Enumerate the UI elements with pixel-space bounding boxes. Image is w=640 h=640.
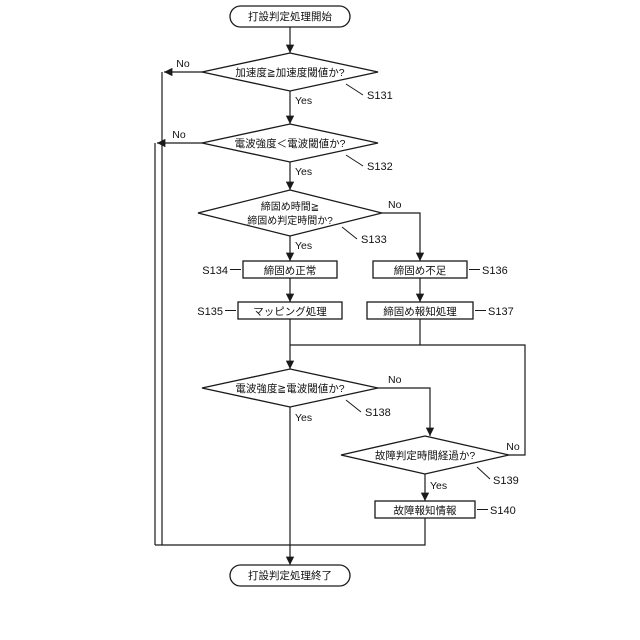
s131-step: S131 [367, 90, 393, 102]
s133-yes-label: Yes [295, 240, 312, 252]
edge-s139-no-loop [290, 344, 526, 456]
s132-step: S132 [367, 161, 393, 173]
edge-s133-no [382, 212, 425, 261]
s140-step: S140 [490, 505, 516, 517]
flow-node-s136: 締固め不足 S136 [372, 260, 508, 279]
s135-label: マッピング処理 [253, 305, 327, 318]
edge-s138-no [378, 387, 435, 436]
s132-step-leader [345, 154, 364, 167]
decision-s133 [197, 189, 383, 237]
process-s134 [242, 260, 338, 279]
decision-s132 [201, 123, 379, 163]
flow-node-s135: マッピング処理 S135 [197, 301, 343, 320]
terminator-start [229, 5, 351, 28]
s132-yes-label: Yes [295, 166, 312, 178]
end-label: 打設判定処理終了 [248, 569, 332, 582]
s137-step: S137 [488, 306, 514, 318]
s138-yes-label: Yes [295, 412, 312, 424]
flow-node-s137: 締固め報知処理 S137 [366, 301, 514, 320]
s140-label: 故障報知情報 [394, 504, 457, 517]
s131-yes-label: Yes [295, 95, 312, 107]
s137-label: 締固め報知処理 [383, 305, 457, 318]
terminator-end [229, 564, 351, 587]
s133-label-line1: 締固め時間≧ [261, 200, 319, 213]
flow-node-s134: 締固め正常 S134 [202, 260, 338, 279]
s139-no-label: No [506, 441, 520, 453]
s131-label: 加速度≧加速度閾値か? [235, 66, 344, 79]
flow-node-s131: 加速度≧加速度閾値か? S131 No Yes [176, 52, 393, 107]
s139-label: 故障判定時間経過か? [375, 449, 475, 462]
s133-step: S133 [361, 234, 387, 246]
start-label: 打設判定処理開始 [248, 10, 332, 23]
process-s136 [372, 260, 468, 279]
flow-node-end: 打設判定処理終了 [229, 564, 351, 587]
s139-step-leader [476, 466, 491, 480]
process-s137 [366, 301, 474, 320]
s134-label: 締固め正常 [264, 264, 317, 277]
flow-node-start: 打設判定処理開始 [229, 5, 351, 28]
s136-label: 締固め不足 [394, 264, 447, 277]
decision-s131 [201, 52, 379, 92]
s133-label-line2: 締固め判定時間か? [247, 214, 333, 227]
flow-node-s140: 故障報知情報 S140 [374, 500, 516, 519]
edge-s140-to-end [290, 518, 426, 546]
s138-step-leader [345, 399, 362, 413]
s136-step: S136 [482, 265, 508, 277]
flow-node-s139: 故障判定時間経過か? S139 No Yes [340, 435, 520, 492]
s133-no-label: No [388, 199, 402, 211]
s138-no-label: No [388, 374, 402, 386]
s135-step: S135 [197, 306, 223, 318]
s139-yes-label: Yes [430, 480, 447, 492]
s139-step: S139 [493, 475, 519, 487]
s131-step-leader [345, 83, 364, 96]
s133-step-leader [341, 226, 358, 240]
s131-no-label: No [176, 58, 190, 70]
process-s140 [374, 500, 476, 519]
s138-label: 電波強度≧電波閾値か? [235, 382, 344, 395]
s138-step: S138 [365, 407, 391, 419]
decision-s139 [340, 435, 510, 475]
flow-node-s133: 締固め時間≧ 締固め判定時間か? S133 No Yes [197, 189, 402, 252]
flow-node-s138: 電波強度≧電波閾値か? S138 No Yes [201, 368, 402, 424]
flow-node-s132: 電波強度＜電波閾値か? S132 No Yes [172, 123, 393, 178]
process-s135 [237, 301, 343, 320]
s134-step: S134 [202, 265, 228, 277]
s132-no-label: No [172, 129, 186, 141]
flow-edges [154, 27, 526, 565]
s132-label: 電波強度＜電波閾値か? [235, 137, 346, 150]
decision-s138 [201, 368, 379, 408]
